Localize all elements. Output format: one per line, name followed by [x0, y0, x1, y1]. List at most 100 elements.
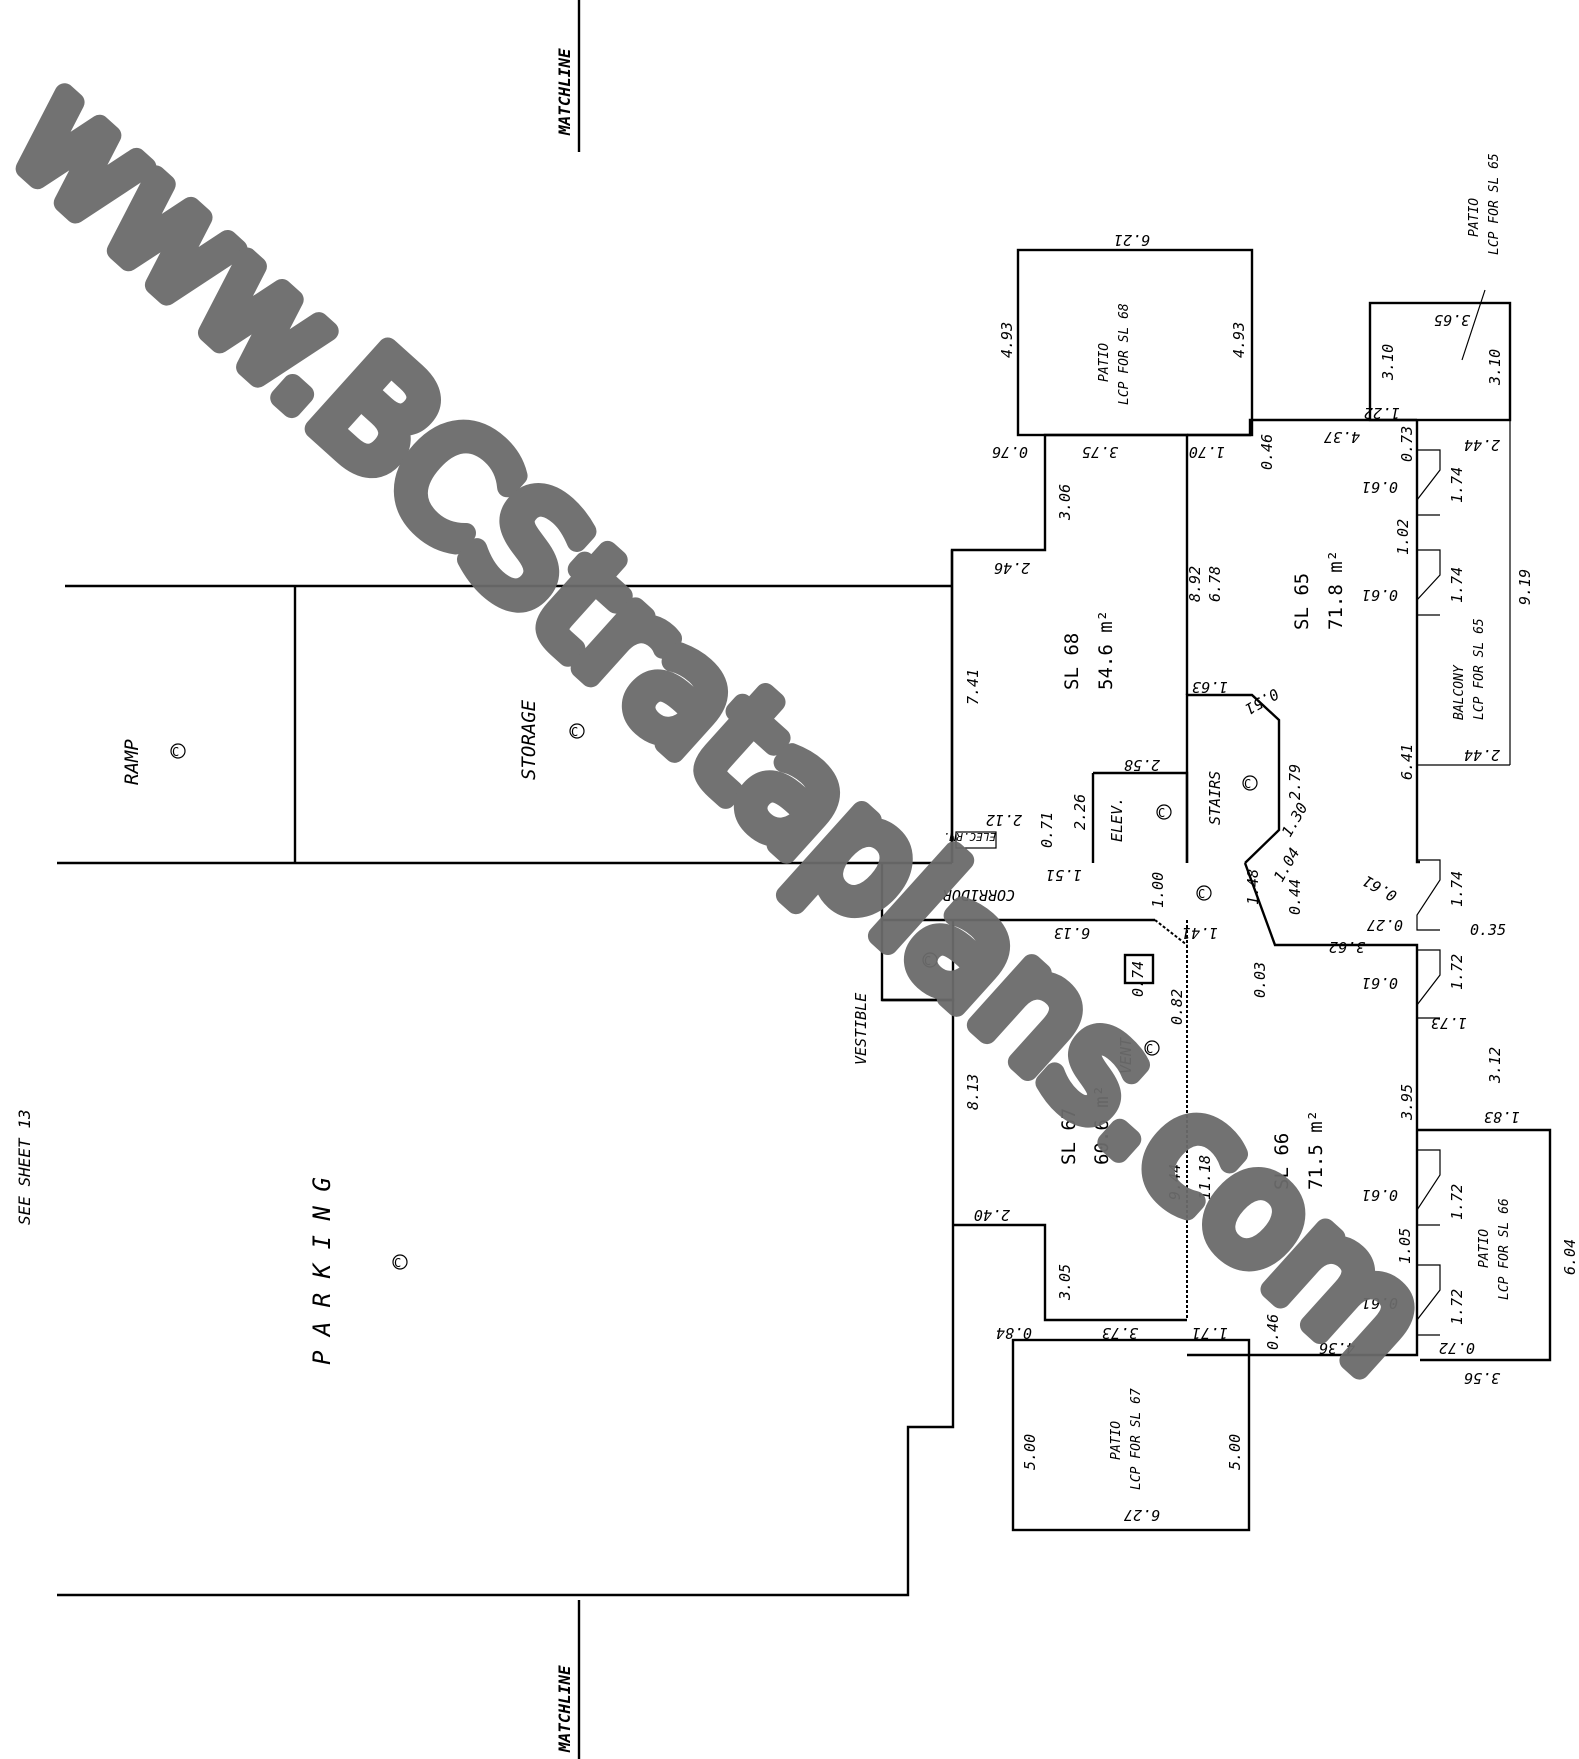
patio65-sub: LCP FOR SL 65 — [1487, 153, 1502, 255]
dimension-labels: 6.21 4.93 4.93 0.76 3.75 1.70 0.46 4.37 … — [964, 231, 1579, 1524]
sl67-area: 60.6 m² — [1091, 1085, 1113, 1165]
see-sheet-label: SEE SHEET 13 — [15, 1109, 34, 1225]
dim-8-92: 8.92 — [1186, 566, 1204, 602]
dim-1-48: 1.48 — [1244, 869, 1262, 905]
balcony65-title: BALCONY — [1452, 664, 1467, 720]
svg-text:C: C — [394, 1256, 401, 1270]
dim-0-03: 0.03 — [1251, 962, 1269, 998]
matchline-top: MATCHLINE — [555, 0, 581, 152]
sl67-name: SL 67 — [1058, 1108, 1080, 1165]
patio66-title: PATIO — [1477, 1229, 1492, 1268]
corridor-common-icon: C — [1196, 885, 1212, 901]
svg-text:C: C — [1198, 887, 1205, 901]
parking-outline — [57, 998, 955, 1597]
dim-6-04: 6.04 — [1561, 1239, 1579, 1275]
patio68-outline — [1016, 248, 1254, 437]
vestible-common-icon: C — [922, 952, 938, 968]
dim-1-00: 1.00 — [1149, 872, 1167, 908]
dim-2-44-bottom: 2.44 — [1464, 746, 1500, 764]
sl68-outline — [950, 433, 1189, 863]
patio65-leader — [1461, 289, 1486, 361]
patio68-sub: LCP FOR SL 68 — [1117, 303, 1132, 405]
dim-1-72-b: 1.72 — [1448, 1184, 1466, 1220]
dim-2-40: 2.40 — [974, 1206, 1010, 1224]
sl66-area: 71.5 m² — [1305, 1110, 1327, 1190]
patio65-title: PATIO — [1467, 198, 1482, 237]
dim-4-36: 4.36 — [1319, 1339, 1355, 1357]
dim-3-62: 3.62 — [1329, 938, 1366, 956]
vent-common-icon: C — [1144, 1040, 1160, 1056]
dim-3-06: 3.06 — [1056, 484, 1074, 521]
dim-6-13: 6.13 — [1054, 924, 1090, 942]
dim-0-46-top: 0.46 — [1258, 434, 1276, 470]
dim-3-75: 3.75 — [1082, 443, 1119, 461]
dim-1-74-c: 1.74 — [1448, 871, 1466, 907]
dim-1-72-c: 1.72 — [1448, 1289, 1466, 1325]
dim-0-61-b: 0.61 — [1362, 586, 1398, 604]
stairs-outline — [1185, 693, 1281, 864]
dim-3-05: 3.05 — [1056, 1264, 1074, 1301]
dim-6-78: 6.78 — [1206, 566, 1224, 602]
dim-2-12: 2.12 — [986, 811, 1022, 829]
dim-1-05: 1.05 — [1396, 1228, 1414, 1264]
dim-3-10-left: 3.10 — [1379, 344, 1397, 381]
dim-0-46-bottom: 0.46 — [1264, 1314, 1282, 1350]
patio67-title: PATIO — [1109, 1421, 1124, 1460]
dim-0-76: 0.76 — [992, 443, 1028, 461]
dim-4-93-left: 4.93 — [998, 322, 1016, 358]
vent-label: VENT — [1117, 1037, 1135, 1074]
svg-text:C: C — [924, 954, 931, 968]
dim-0-84: 0.84 — [996, 1324, 1032, 1342]
sl66-outline — [1187, 862, 1419, 1357]
parking-label: P A R K I N G — [308, 1177, 336, 1365]
balcony65-sub: LCP FOR SL 65 — [1472, 618, 1487, 720]
door-swings — [1416, 449, 1441, 1336]
dim-1-41: 1.41 — [1182, 924, 1218, 942]
dim-0-74: 0.74 — [1129, 961, 1147, 997]
dim-0-35: 0.35 — [1470, 921, 1506, 939]
elec-room-outline — [955, 831, 997, 849]
dim-0-27: 0.27 — [1367, 916, 1403, 934]
svg-text:C: C — [172, 745, 179, 759]
dim-1-70: 1.70 — [1189, 443, 1225, 461]
vent-box — [1123, 953, 1155, 985]
parking-common-icon: C — [392, 1254, 408, 1270]
corridor-label: CORRIDOR — [943, 886, 1015, 904]
elev-common-icon: C — [1156, 804, 1172, 820]
svg-text:C: C — [1158, 806, 1165, 820]
dim-1-63: 1.63 — [1192, 678, 1228, 696]
dim-1-73: 1.73 — [1431, 1014, 1467, 1032]
patio67-outline — [1011, 1338, 1251, 1532]
dim-0-61-d: 0.61 — [1362, 974, 1398, 992]
sl68-area: 54.6 m² — [1095, 610, 1117, 690]
dim-3-65: 3.65 — [1434, 311, 1471, 329]
dim-0-71: 0.71 — [1038, 812, 1056, 848]
dim-2-79: 2.79 — [1286, 764, 1304, 800]
corridor-outline — [880, 863, 1155, 1002]
dim-1-74-a: 1.74 — [1448, 467, 1466, 503]
svg-text:C: C — [1146, 1042, 1153, 1056]
matchline-top-label: MATCHLINE — [555, 48, 574, 136]
dim-1-51: 1.51 — [1046, 866, 1082, 884]
sl66-name: SL 66 — [1271, 1133, 1293, 1190]
dim-6-21: 6.21 — [1114, 231, 1150, 249]
dim-2-46: 2.46 — [994, 559, 1030, 577]
dim-11-18: 11.18 — [1196, 1155, 1214, 1200]
dim-9-44: 9.44 — [1166, 1164, 1184, 1200]
dim-0-82: 0.82 — [1168, 989, 1186, 1025]
sl67-outline — [953, 919, 1188, 1322]
vestible-label: VESTIBLE — [852, 993, 870, 1065]
sl65-area: 71.8 m² — [1325, 550, 1347, 630]
patio66-outline — [1417, 1128, 1552, 1362]
dim-3-12: 3.12 — [1486, 1047, 1504, 1084]
patio66-sub: LCP FOR SL 66 — [1497, 1198, 1512, 1300]
dim-0-61-e: 0.61 — [1362, 1186, 1398, 1204]
matchline-bottom-label: MATCHLINE — [555, 1665, 574, 1753]
ramp-label: RAMP — [121, 739, 143, 785]
elec-room-label: ELEC.RM. — [943, 830, 996, 843]
ramp-common-icon: C — [170, 743, 186, 759]
dim-0-61-c: 0.61 — [1360, 871, 1400, 905]
storage-label: STORAGE — [518, 699, 540, 780]
dim-6-27: 6.27 — [1124, 1506, 1160, 1524]
